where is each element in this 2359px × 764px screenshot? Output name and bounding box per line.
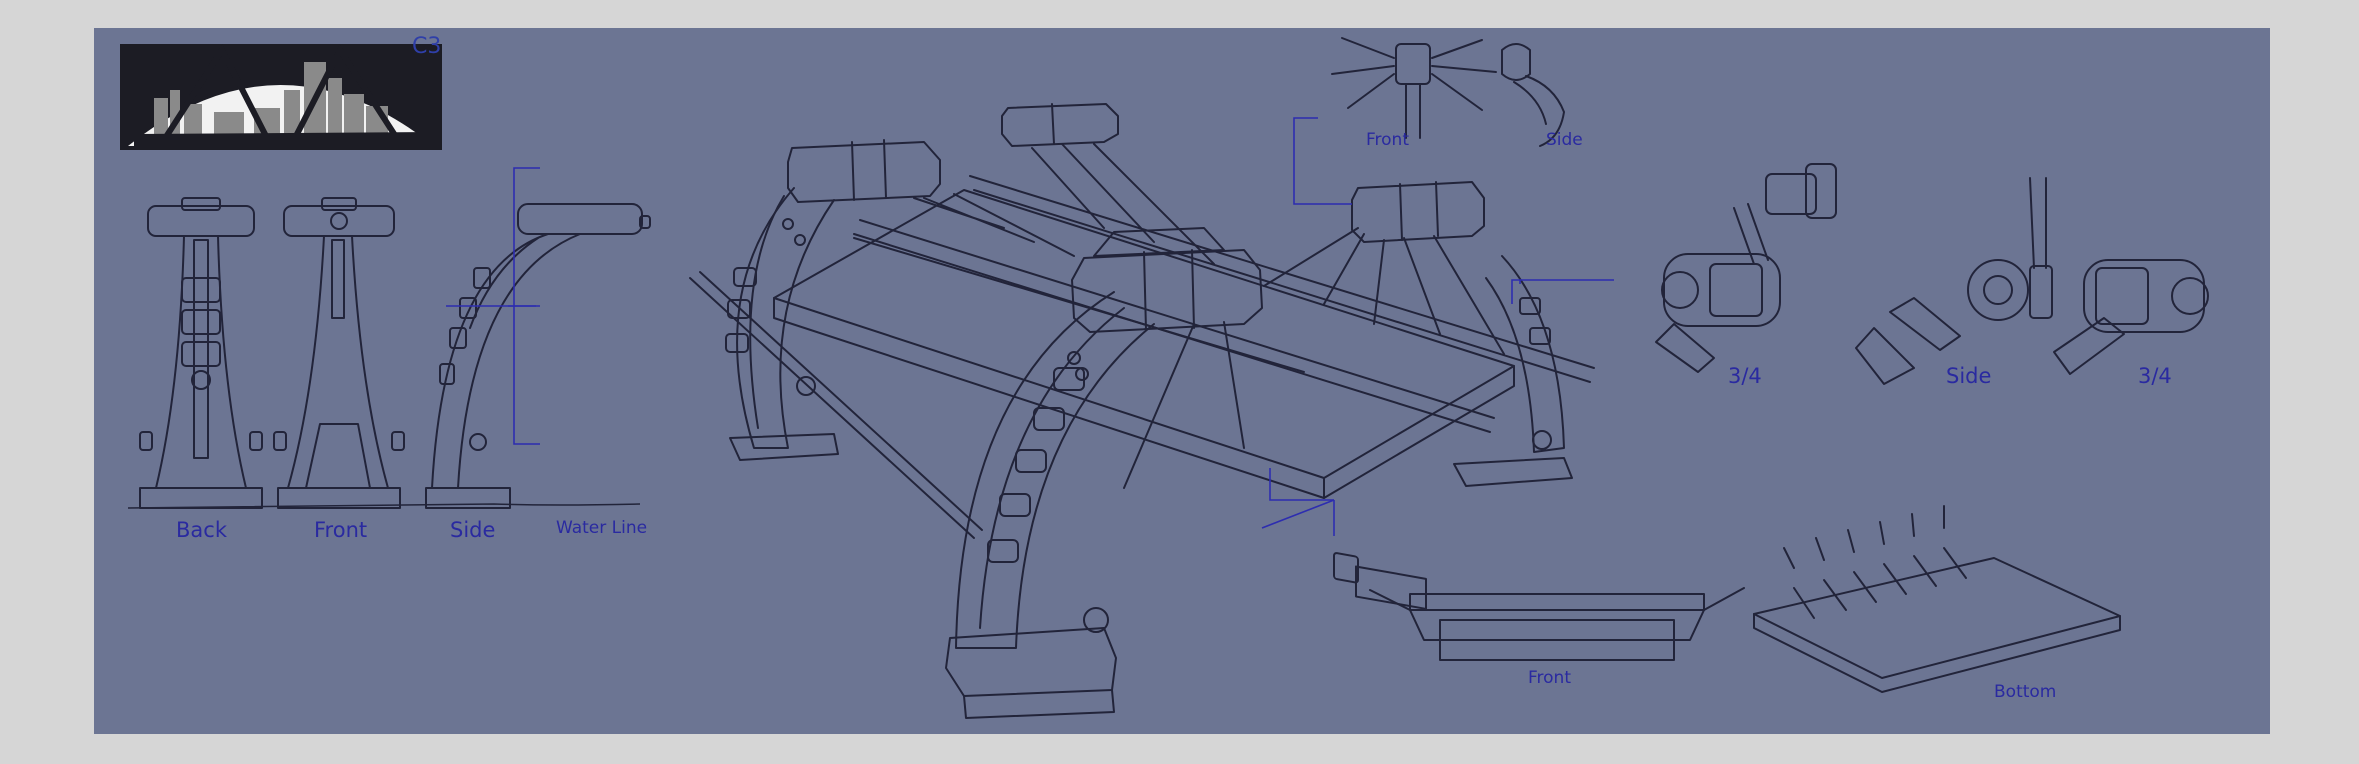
- platform-front-view: [1369, 587, 1745, 661]
- label-water-line: Water Line: [556, 518, 648, 538]
- label-bottom-platform: Bottom: [1994, 682, 2057, 702]
- label-side-top: Side: [1546, 130, 1583, 150]
- line-art-drawing: [120, 37, 2209, 719]
- concept-sheet: C3 Back Front Side Water Line Front Side…: [94, 28, 2270, 734]
- platform-bottom-view: [1753, 505, 2121, 693]
- label-front-platform: Front: [1528, 668, 1571, 688]
- sheet-code-label: C3: [412, 34, 442, 59]
- water-line: [127, 503, 641, 509]
- label-three-quarter-left: 3/4: [1728, 364, 1762, 388]
- pillar-front-view: [273, 197, 405, 509]
- bridge-perspective-main: [689, 103, 1595, 719]
- label-side-detail: Side: [1946, 364, 1992, 388]
- thumbnail-skyline: [120, 43, 442, 150]
- label-three-quarter-right: 3/4: [2138, 364, 2172, 388]
- pillar-back-view: [139, 197, 263, 509]
- annotation-brackets: [446, 117, 1614, 536]
- label-front-pillar: Front: [314, 518, 368, 542]
- pillar-side-view: [425, 203, 651, 509]
- label-side-pillar: Side: [450, 518, 496, 542]
- drum-mechanism-details: [1655, 163, 2209, 385]
- label-front-top: Front: [1366, 130, 1409, 150]
- label-back: Back: [176, 518, 227, 542]
- cable-anchor-detail: [1331, 37, 1565, 147]
